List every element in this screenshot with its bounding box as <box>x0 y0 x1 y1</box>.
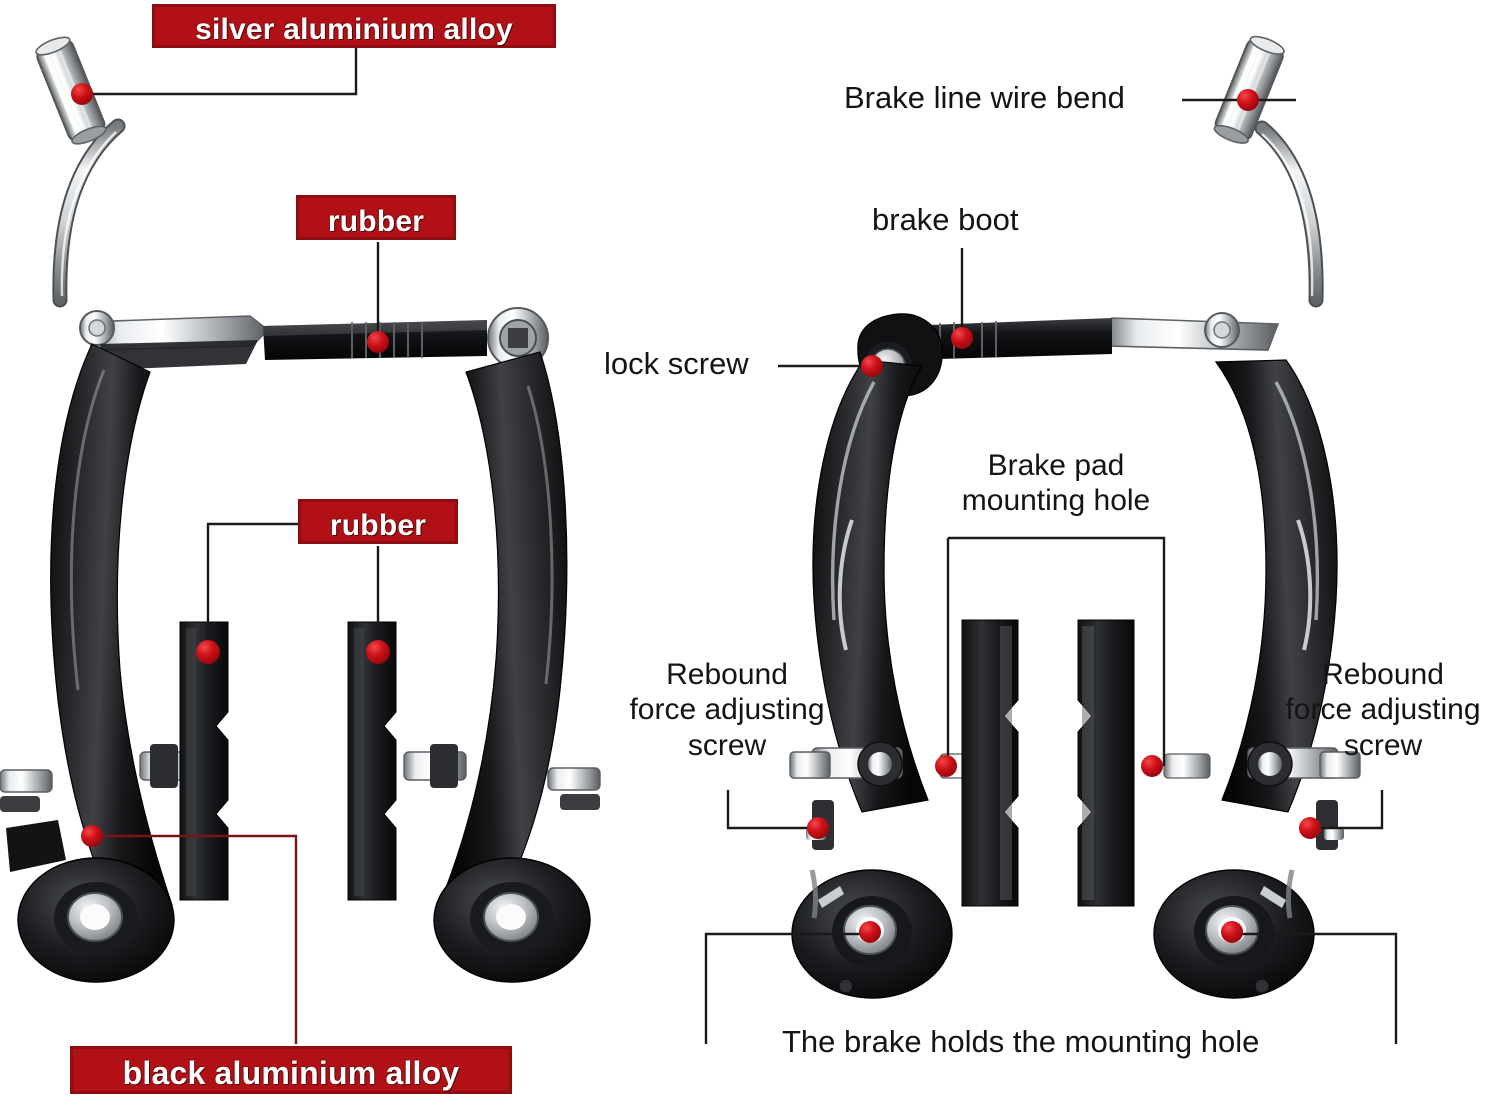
marker-pad-hole-right <box>1141 755 1163 777</box>
rebound-left-line-1: Rebound <box>666 658 788 691</box>
pad-hole-line-1: Brake pad <box>987 449 1125 482</box>
right-brake-arm-left <box>789 359 987 999</box>
rebound-right-line-2: force adjusting <box>1285 693 1481 727</box>
right-cable-boot <box>902 318 1112 360</box>
leader-black-aluminium <box>98 834 298 1044</box>
marker-mounting-hole-right <box>1221 921 1243 943</box>
right-noodle-pipe <box>1213 35 1324 308</box>
callout-brake-line-wire-bend: Brake line wire bend <box>844 80 1125 115</box>
pad-hole-line-2: mounting hole <box>961 484 1151 518</box>
callout-markers <box>71 83 1321 943</box>
left-pivot-boss-left <box>17 857 175 983</box>
rebound-left-line-2: force adjusting <box>629 693 825 727</box>
callout-silver-aluminium-alloy: silver aluminium alloy <box>152 4 556 48</box>
marker-wire-bend <box>1237 89 1259 111</box>
left-cable-boot <box>263 320 487 360</box>
marker-rebound-right <box>1299 817 1321 839</box>
marker-rubber-pad-right <box>366 640 390 664</box>
marker-rubber-boot <box>367 331 389 353</box>
right-rebound-screw-right <box>1316 751 1361 850</box>
marker-silver-aluminium <box>71 83 93 105</box>
callout-rebound-force-adjusting-screw-right: Rebound force adjusting screw <box>1252 657 1500 763</box>
callout-brake-boot: brake boot <box>872 202 1019 237</box>
leader-rebound-left <box>726 790 820 830</box>
left-link-arm <box>79 310 270 370</box>
callout-rubber-pads: rubber <box>298 499 458 544</box>
marker-brake-boot <box>951 327 973 349</box>
marker-mounting-hole-left <box>859 921 881 943</box>
rebound-right-line-1: Rebound <box>1322 658 1444 691</box>
leader-lines <box>92 46 1398 1044</box>
marker-rebound-left <box>807 817 829 839</box>
leader-silver-aluminium <box>92 46 358 96</box>
left-brake-assembly <box>0 36 601 983</box>
left-spring-post-right <box>547 767 601 810</box>
leader-pad-hole-right <box>948 536 1166 766</box>
left-brake-pad-a <box>179 621 229 901</box>
marker-black-aluminium <box>81 825 103 847</box>
leader-mounting-hole-right <box>1236 932 1398 1044</box>
leader-rubber-pad-left <box>206 522 310 644</box>
callout-rebound-force-adjusting-screw-left: Rebound force adjusting screw <box>596 657 858 763</box>
callout-brake-holds-mounting-hole: The brake holds the mounting hole <box>782 1024 1260 1059</box>
right-brake-pad-a <box>961 619 1019 907</box>
leader-mounting-hole-left <box>704 932 868 1044</box>
callout-black-aluminium-alloy: black aluminium alloy <box>70 1046 512 1094</box>
right-pad-stud-right <box>1163 741 1339 787</box>
marker-pad-hole-left <box>935 755 957 777</box>
leader-rebound-right <box>1308 790 1384 830</box>
left-brake-arm-right <box>433 351 601 983</box>
left-brake-pad-b <box>347 621 397 901</box>
marker-rubber-pad-left <box>196 640 220 664</box>
right-brake-pad-b <box>1077 619 1135 907</box>
marker-lock-screw <box>861 355 883 377</box>
rebound-left-line-3: screw <box>687 728 767 762</box>
callout-rubber-boot: rubber <box>296 195 456 240</box>
right-link-arm <box>1105 312 1280 351</box>
left-pivot-boss-right <box>433 857 591 983</box>
left-noodle-pipe <box>35 36 126 308</box>
callout-lock-screw: lock screw <box>604 346 749 381</box>
left-spring-post-left <box>0 769 53 812</box>
left-brake-arm-left <box>0 343 175 983</box>
rebound-right-line-3: screw <box>1343 728 1423 762</box>
callout-brake-pad-mounting-hole: Brake pad mounting hole <box>936 448 1176 519</box>
